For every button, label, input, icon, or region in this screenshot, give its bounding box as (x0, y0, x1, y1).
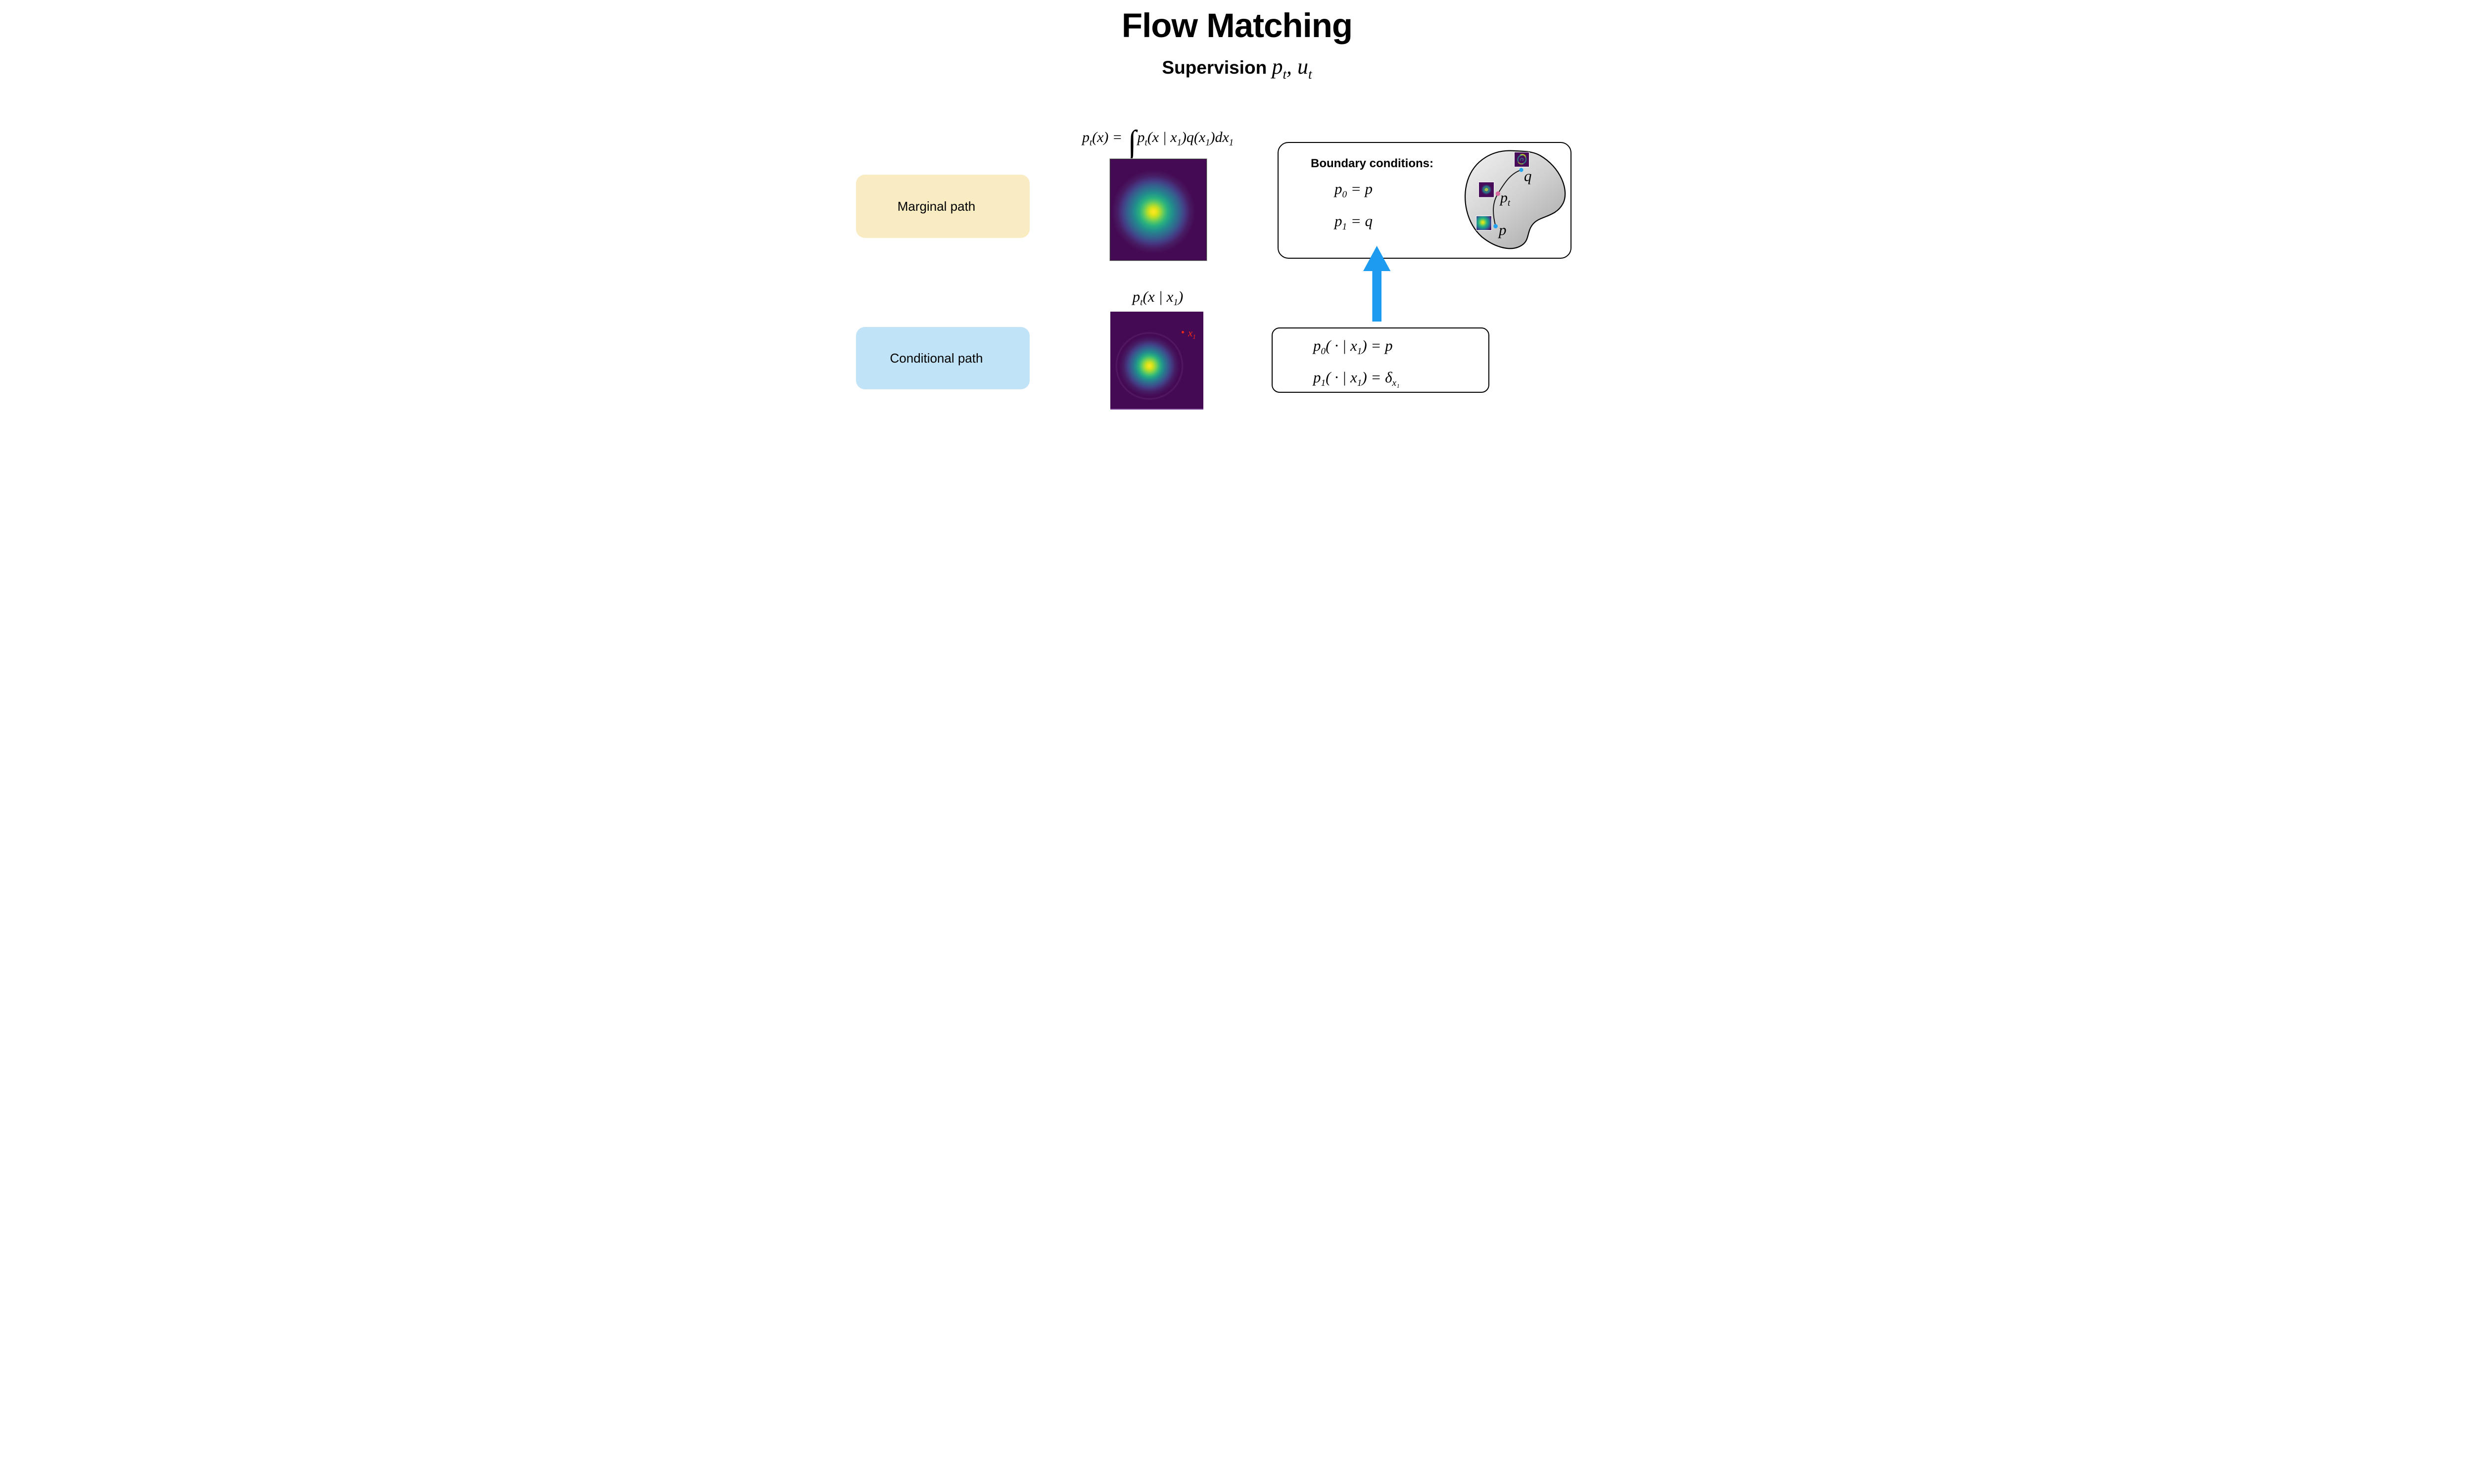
x1-label: x1 (1188, 327, 1196, 341)
slide-subtitle: Supervision pt, ut (856, 54, 1618, 82)
gaussian-density-thumbnail (1476, 216, 1492, 231)
q-label: q (1524, 167, 1532, 185)
boundary-conditions-heading: Boundary conditions: (1311, 157, 1433, 170)
intermediate-density-thumbnail (1478, 182, 1494, 198)
conditional-path-tag-label: Conditional path (890, 350, 983, 366)
q-point (1519, 168, 1523, 172)
marginal-density-heatmap (1109, 158, 1207, 261)
spiral-density-thumbnail (1514, 152, 1529, 167)
boundary-eq-p1: p1 = q (1334, 212, 1373, 232)
marginal-formula: pt(x) = ∫pt(x | x1)q(x1)dx1 (1082, 124, 1234, 161)
marginal-path-tag: Marginal path (856, 175, 1030, 238)
pt-point (1495, 191, 1500, 196)
conditional-conditions-box (1272, 327, 1489, 393)
marginal-path-tag-label: Marginal path (897, 198, 976, 214)
pt-label: pt (1500, 189, 1511, 208)
slide: Flow Matching Supervision pt, ut pt(x) =… (856, 0, 1618, 428)
conditional-density-heatmap (1110, 312, 1203, 410)
conditional-path-tag: Conditional path (856, 327, 1030, 389)
subtitle-math: pt, ut (1272, 54, 1312, 82)
p-label: p (1499, 221, 1507, 238)
up-arrow-icon (1363, 246, 1391, 322)
conditional-eq-p0: p0( · | x1) = p (1313, 337, 1393, 357)
subtitle-text: Supervision (1162, 57, 1272, 78)
p-point (1493, 224, 1498, 229)
x1-point (1182, 331, 1184, 333)
conditional-heatmap-title: pt(x | x1) (1132, 288, 1184, 308)
slide-title: Flow Matching (1121, 6, 1353, 45)
conditional-eq-p1: p1( · | x1) = δx₁ (1313, 369, 1400, 389)
boundary-eq-p0: p0 = p (1334, 180, 1373, 200)
